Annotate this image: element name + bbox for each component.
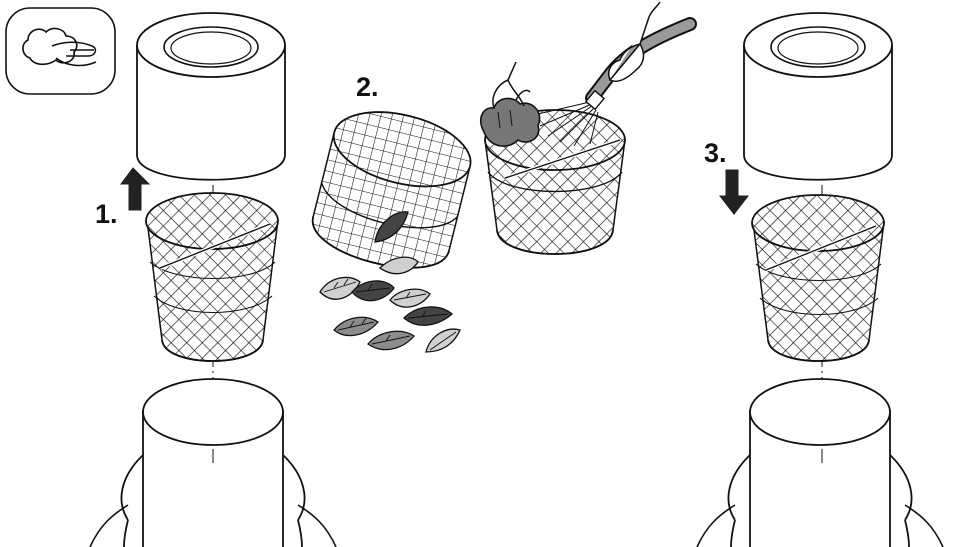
leaf-pile: [319, 211, 461, 353]
filter-cover-right: [743, 12, 893, 181]
rinse-group: [479, 1, 697, 255]
arrow-down-icon: [718, 169, 750, 215]
filter-cover-left: [136, 12, 286, 181]
step-3-label: 3.: [704, 138, 727, 168]
leaf: [389, 288, 431, 308]
leaf: [374, 211, 409, 243]
arrow-up-icon: [120, 167, 151, 211]
step-1-label: 1.: [95, 199, 118, 229]
hand-wipe-icon: [5, 7, 116, 95]
water-spray: [537, 101, 599, 147]
leaf: [319, 276, 361, 300]
water-hose-icon: [584, 1, 697, 111]
leaf-veins: [323, 278, 457, 351]
mesh-filter-left: [145, 192, 279, 362]
vacuum-base-right: [696, 378, 944, 547]
step-2-group: 2.: [312, 72, 472, 353]
step-3-group: 3.: [696, 12, 944, 547]
mesh-filter-rinse: [484, 109, 626, 255]
leaf: [351, 280, 395, 302]
step-2-label: 2.: [356, 72, 379, 102]
mesh-filter-right: [751, 194, 885, 362]
vacuum-base-left: [89, 378, 337, 547]
step-1-group: 1.: [89, 12, 337, 547]
sponge-icon: [479, 61, 541, 147]
leaf: [378, 256, 419, 275]
mesh-filter-tilted: [312, 111, 472, 269]
